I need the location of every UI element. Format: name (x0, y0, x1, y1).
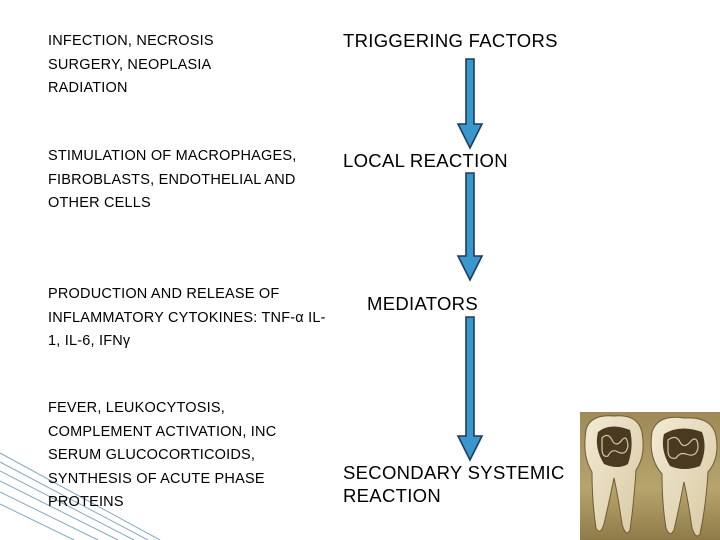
stage-mediators: MEDIATORS (367, 293, 478, 314)
trigger-causes-text: INFECTION, NECROSIS SURGERY, NEOPLASIA R… (48, 33, 214, 96)
down-arrow-icon (456, 172, 484, 282)
down-arrow-icon (456, 316, 484, 462)
local-reaction-text: STIMULATION OF MACROPHAGES, FIBROBLASTS,… (48, 148, 297, 211)
stage-local-reaction: LOCAL REACTION (343, 150, 508, 171)
down-arrow-icon (456, 58, 484, 150)
cross-section-teeth-photo (580, 412, 720, 540)
stage-secondary-systemic-reaction: SECONDARY SYSTEMIC REACTION (343, 462, 565, 506)
mediators-text: PRODUCTION AND RELEASE OF INFLAMMATORY C… (48, 286, 326, 349)
stage-triggering-factors: TRIGGERING FACTORS (343, 30, 558, 51)
systemic-reaction-text: FEVER, LEUKOCYTOSIS, COMPLEMENT ACTIVATI… (48, 400, 277, 510)
